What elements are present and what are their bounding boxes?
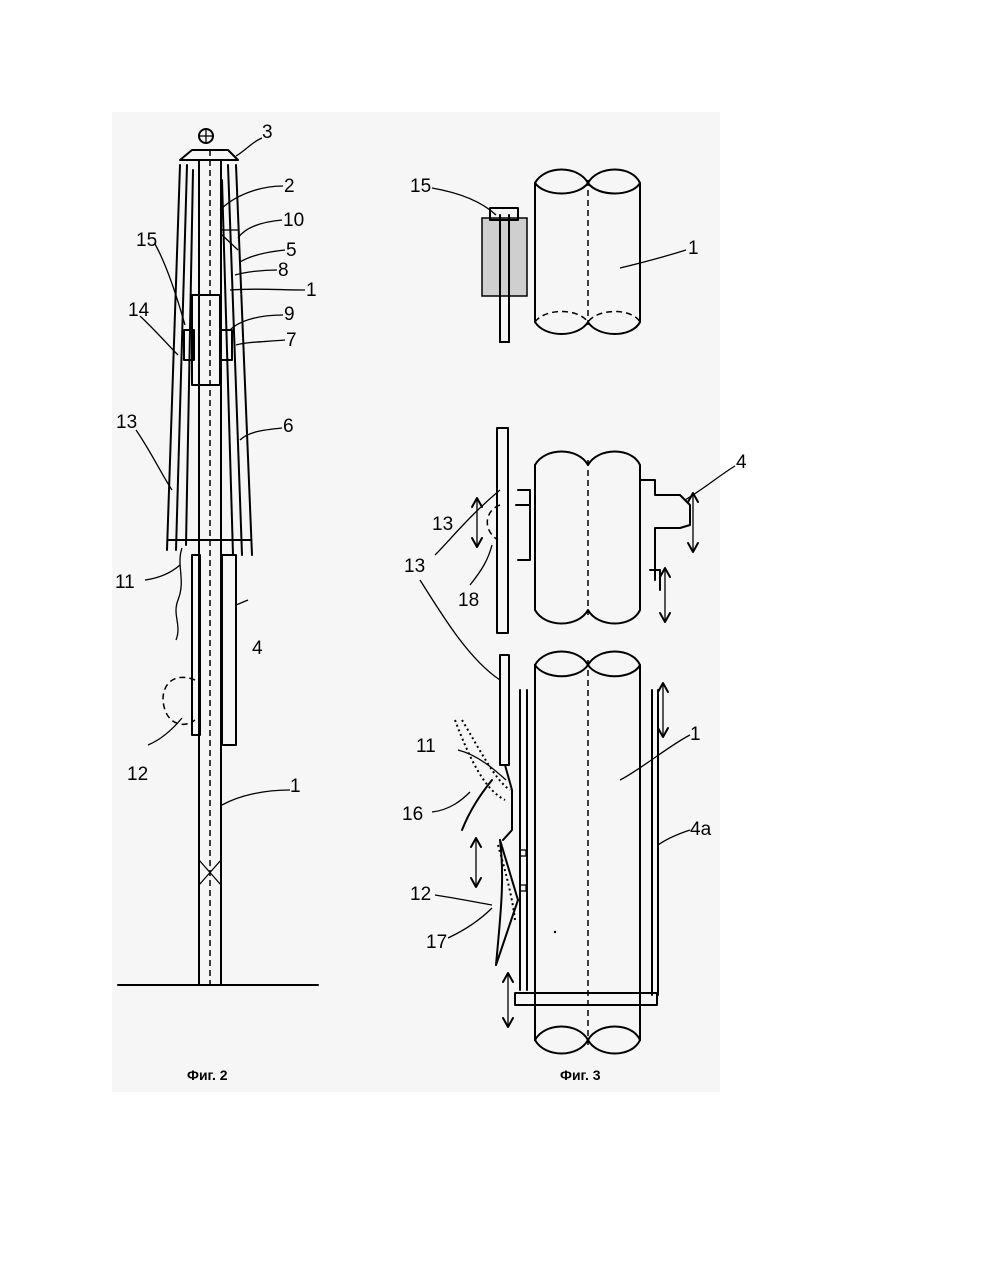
fig2-label-6: 6 [283,416,294,437]
fig2-label-2: 2 [284,176,295,197]
fig3-label-18: 18 [458,590,479,611]
fig3-label-1-top: 1 [688,238,699,259]
fig3-label-13-lower: 13 [404,556,425,577]
fig2-label-1-bottom: 1 [290,776,301,797]
fig3-label-4a: 4a [690,819,712,840]
fig3-label-1-bottom: 1 [690,724,701,745]
figure-3-caption: Фиг. 3 [560,1067,601,1083]
fig3-label-15: 15 [410,176,431,197]
fig3-label-12: 12 [410,884,431,905]
fig2-label-1-top: 1 [306,280,317,301]
figure-2-caption: Фиг. 2 [187,1067,228,1083]
scan-area [112,112,720,1092]
fig3-label-16: 16 [402,804,423,825]
fig2-label-13: 13 [116,412,137,433]
fig3-label-17: 17 [426,932,447,953]
fig2-label-12: 12 [127,764,148,785]
fig2-label-15: 15 [136,230,157,251]
fig2-label-7: 7 [286,330,297,351]
fig2-label-4: 4 [252,638,263,659]
fig2-label-11: 11 [115,572,135,593]
fig3-label-4: 4 [736,452,747,473]
fig2-label-9: 9 [284,304,295,325]
fig2-label-8: 8 [278,260,289,281]
fig2-label-10: 10 [283,210,304,231]
fig2-label-14: 14 [128,300,150,321]
fig3-label-11: 11 [416,736,436,757]
fig2-label-5: 5 [286,240,297,261]
fig2-label-3: 3 [262,122,273,143]
fig3-label-13-upper: 13 [432,514,453,535]
